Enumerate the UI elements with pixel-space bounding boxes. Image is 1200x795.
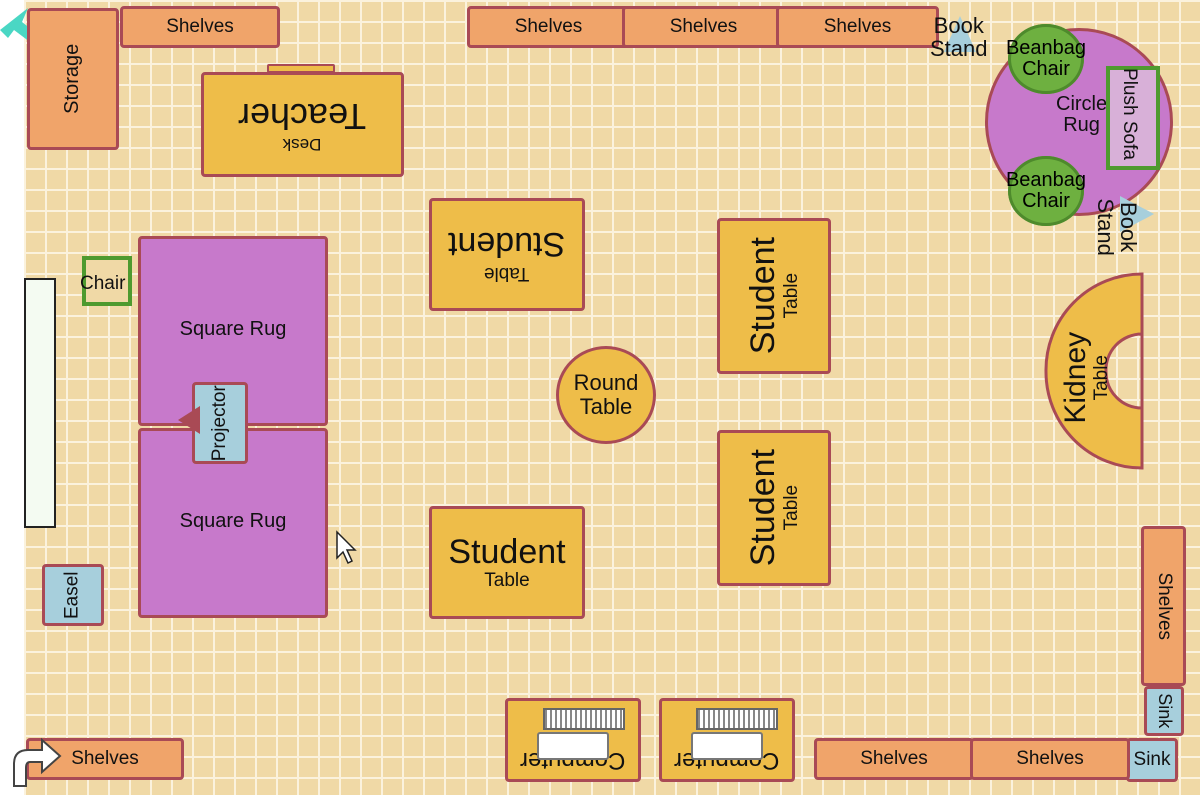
shelves-label: Shelves xyxy=(1016,747,1084,769)
sink-right[interactable]: Sink xyxy=(1144,686,1184,736)
chair[interactable] xyxy=(82,256,132,306)
storage-label: Storage xyxy=(61,43,84,115)
table-label: Table xyxy=(484,263,530,285)
shelves-bottom-1[interactable]: Shelves xyxy=(814,738,974,780)
book-stand-top[interactable] xyxy=(944,16,976,52)
book-stand-right[interactable] xyxy=(1120,196,1154,232)
circle-rug-label: Circle Rug xyxy=(1056,93,1108,136)
sink-bottom[interactable]: Sink xyxy=(1126,738,1178,782)
desk-label: Desk xyxy=(283,135,322,155)
student-label: Student xyxy=(448,532,566,571)
book-stand-right-label: Book Stand xyxy=(1092,198,1141,256)
sink-label: Sink xyxy=(1154,693,1175,729)
student-label: Student xyxy=(744,237,783,355)
easel-label: Easel xyxy=(61,571,83,619)
chair-label: Chair xyxy=(80,273,126,294)
whiteboard[interactable] xyxy=(24,278,56,528)
table-label: Table xyxy=(484,569,530,591)
square-rug-label: Square Rug xyxy=(179,318,287,340)
table-label: Table xyxy=(579,394,633,419)
mouse-cursor-icon xyxy=(336,530,357,565)
shelves-label: Shelves xyxy=(823,15,892,37)
teacher-desk[interactable]: Desk Teacher xyxy=(201,72,404,177)
projector-lens-icon xyxy=(178,406,200,434)
keyboard-icon xyxy=(543,708,625,730)
table-label: Table xyxy=(781,485,803,531)
kidney-table-label: Kidney Table xyxy=(1059,331,1112,424)
round-table[interactable]: Round Table xyxy=(556,346,656,444)
monitor-icon xyxy=(537,732,609,760)
book-stand-top-label: Book Stand xyxy=(930,13,988,62)
shelves-label: Shelves xyxy=(514,15,583,37)
plush-sofa[interactable] xyxy=(1106,66,1160,170)
student-label: Student xyxy=(448,225,566,264)
shelves-label: Shelves xyxy=(1153,572,1175,640)
monitor-icon xyxy=(691,732,763,760)
shelves-right[interactable]: Shelves xyxy=(1141,526,1186,686)
shelves-top-1[interactable]: Shelves xyxy=(467,6,630,48)
shelves-top-left[interactable]: Shelves xyxy=(120,6,280,48)
student-table-right-bottom[interactable]: Student Table xyxy=(717,430,831,586)
kidney-table[interactable] xyxy=(1042,272,1146,472)
storage-cabinet[interactable]: Storage xyxy=(27,8,119,150)
shelves-label: Shelves xyxy=(71,747,139,769)
projector-label: Projector xyxy=(208,384,230,462)
student-table-right-top[interactable]: Student Table xyxy=(717,218,831,374)
shelves-top-2[interactable]: Shelves xyxy=(622,6,785,48)
teacher-label: Teacher xyxy=(238,95,367,137)
shelves-bottom-2[interactable]: Shelves xyxy=(970,738,1130,780)
plush-sofa-label: Plush Sofa xyxy=(1118,68,1140,160)
table-label: Table xyxy=(781,273,803,319)
easel[interactable]: Easel xyxy=(42,564,104,626)
shelves-label: Shelves xyxy=(860,747,928,769)
teacher-desk-text: Desk Teacher xyxy=(238,95,367,155)
round-label: Round xyxy=(573,370,639,396)
curved-arrow-icon[interactable] xyxy=(4,716,84,791)
keyboard-icon xyxy=(696,708,778,730)
beanbag-chair-top[interactable]: Beanbag Chair xyxy=(1006,24,1086,94)
sink-label: Sink xyxy=(1133,748,1171,770)
shelves-top-3[interactable]: Shelves xyxy=(776,6,939,48)
student-table-top[interactable]: Table Student xyxy=(429,198,585,311)
shelves-label: Shelves xyxy=(166,15,234,37)
shelves-label: Shelves xyxy=(669,15,738,37)
projector[interactable]: Projector xyxy=(192,382,248,464)
student-label: Student xyxy=(744,449,783,567)
beanbag-chair-bottom[interactable]: Beanbag Chair xyxy=(1006,156,1086,226)
square-rug-label: Square Rug xyxy=(179,510,287,532)
student-table-bottom[interactable]: Student Table xyxy=(429,506,585,619)
